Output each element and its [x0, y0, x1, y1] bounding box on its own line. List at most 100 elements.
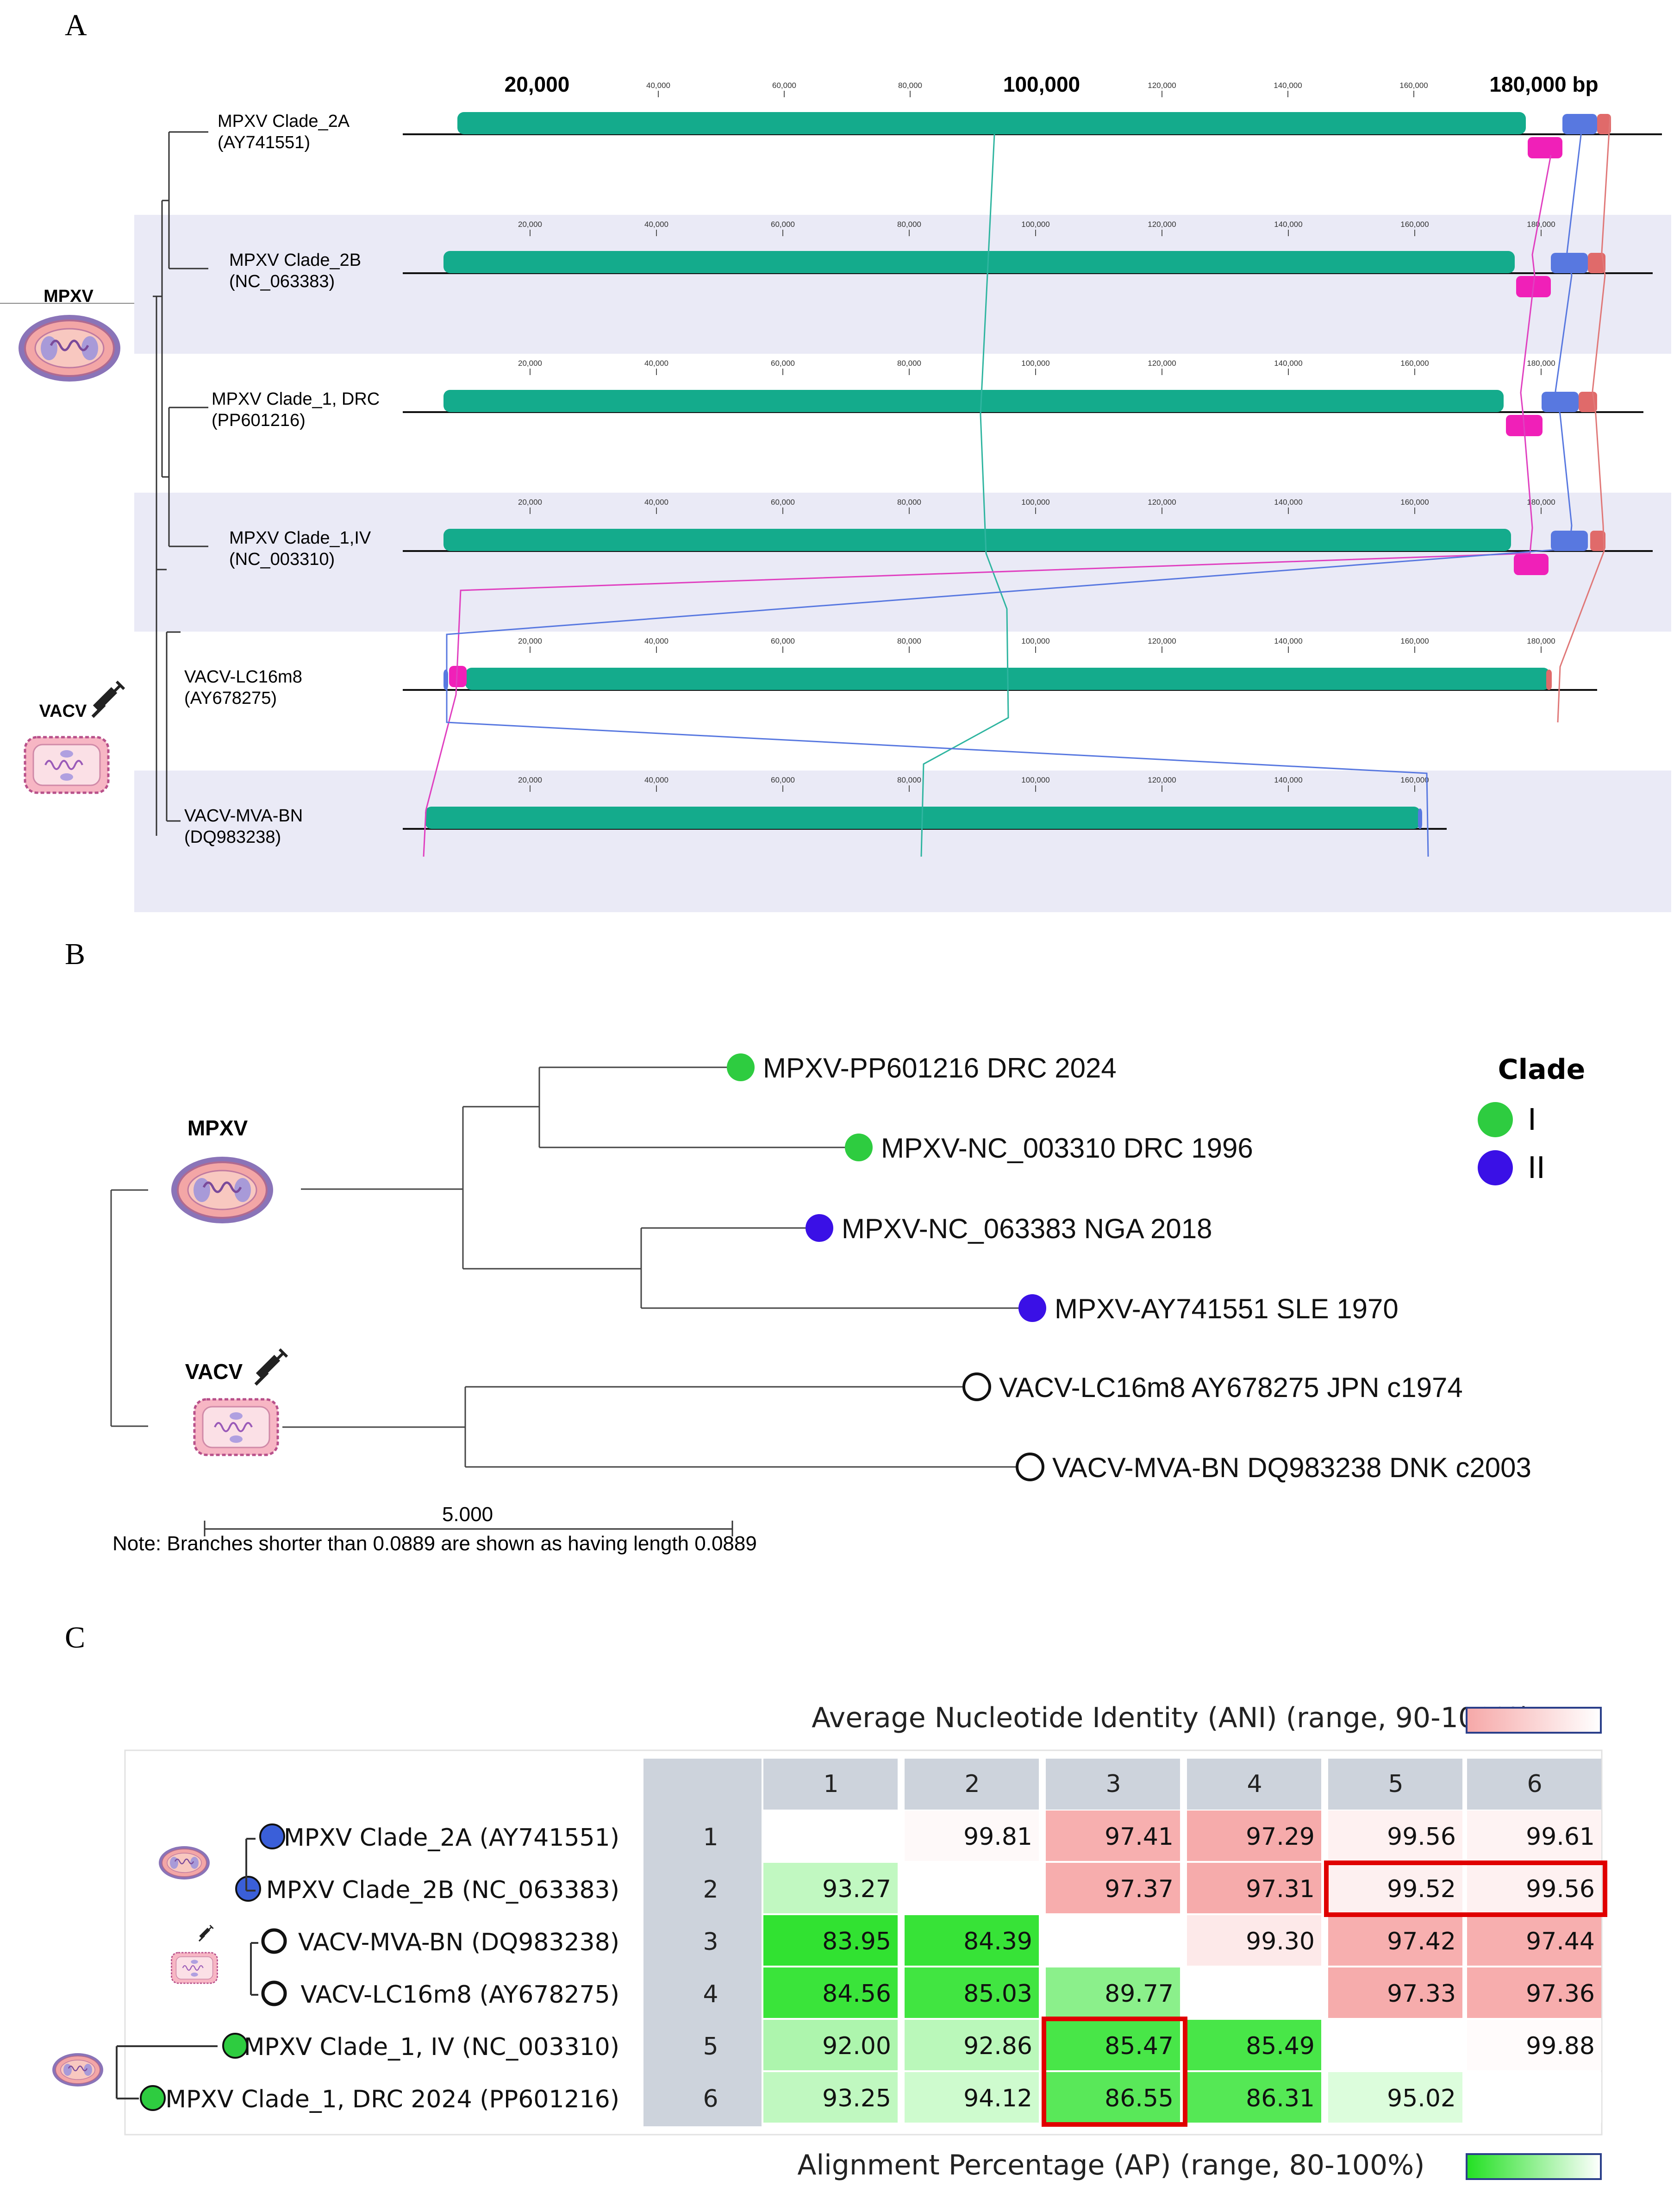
scale-tick-label: 20,000: [518, 637, 542, 645]
scale-tick-label: 160,000: [1400, 776, 1429, 784]
track-name: MPXV Clade_2A: [218, 112, 350, 131]
collinear-block-blue: [1418, 808, 1422, 829]
scale-tick-label: 120,000: [1148, 498, 1176, 507]
matrix-cell: [1187, 2020, 1321, 2070]
scale-tick-label: 100,000: [1021, 637, 1049, 645]
row-marker: [261, 1980, 287, 2006]
matrix-value: 95.02: [1387, 2085, 1456, 2112]
row-label: MPXV Clade_2A (AY741551): [284, 1824, 619, 1852]
scale-tick-label: 80,000: [898, 81, 922, 90]
collinear-block-red: [1546, 670, 1552, 690]
matrix-cell: [1046, 1811, 1180, 1861]
scale-tick-label: 40,000: [644, 359, 668, 368]
matrix-cell: [1046, 1967, 1180, 2018]
scale-tick-label: 160,000: [1400, 637, 1429, 645]
column-header: 1: [823, 1770, 838, 1798]
row-number: 4: [703, 1980, 718, 2008]
scale-tick-label: 40,000: [644, 637, 668, 645]
row-number: 6: [703, 2085, 718, 2113]
panel-b-vacv-label: VACV: [185, 1359, 243, 1384]
collinear-block-red: [1579, 392, 1597, 412]
panel-a-mpxv-label: MPXV: [44, 287, 94, 306]
row-marker: [222, 2033, 248, 2059]
scale-tick-label: 40,000: [644, 776, 668, 784]
axis-tick-20000: 20,000: [505, 72, 570, 96]
leaf-label: VACV-LC16m8 AY678275 JPN c1974: [999, 1372, 1463, 1403]
ap-gradient-swatch: [1466, 2153, 1602, 2180]
scale-tick-label: 40,000: [646, 81, 670, 90]
scale-tick-label: 140,000: [1274, 220, 1302, 229]
mpxv-virus-icon: [19, 315, 120, 382]
leaf-label: MPXV-AY741551 SLE 1970: [1055, 1293, 1399, 1324]
row-label: MPXV Clade_1, DRC 2024 (PP601216): [165, 2086, 619, 2113]
collinear-block-main: [443, 251, 1515, 273]
matrix-value: 99.88: [1526, 2032, 1595, 2060]
matrix-value: 99.56: [1526, 1875, 1595, 1903]
scale-tick-label: 40,000: [644, 498, 668, 507]
tree-leaf: VACV-MVA-BN DQ983238 DNK c2003: [1016, 1452, 1531, 1483]
matrix-cell: [1328, 2020, 1462, 2070]
scale-bar-label: 5.000: [442, 1503, 493, 1526]
leaf-marker: [727, 1053, 755, 1081]
panel-a-tree: [153, 131, 208, 836]
axis-tick-180000: 180,000 bp: [1489, 72, 1598, 96]
matrix-cell: [905, 2020, 1039, 2070]
scale-tick-label: 60,000: [771, 776, 795, 784]
matrix-value: 97.33: [1387, 1980, 1456, 2008]
syringe-icon: [93, 682, 124, 717]
axis-tick-100000: 100,000: [1003, 72, 1080, 96]
matrix-value: 85.49: [1246, 2032, 1315, 2060]
track-accession: (PP601216): [212, 411, 306, 430]
scale-tick-label: 80,000: [897, 498, 921, 507]
scale-tick-label: 160,000: [1400, 498, 1429, 507]
matrix-value: 97.31: [1246, 1875, 1315, 1903]
tree-leaf: MPXV-NC_003310 DRC 1996: [845, 1133, 1253, 1164]
matrix-cell: [1328, 1811, 1462, 1861]
ani-gradient-swatch: [1466, 1707, 1602, 1734]
scale-tick-label: 120,000: [1148, 81, 1176, 90]
matrix-cell: [1187, 2072, 1321, 2123]
leaf-marker: [845, 1134, 873, 1161]
track-band-6: [134, 771, 1671, 912]
collinear-block-blue: [1551, 531, 1588, 551]
scale-tick-label: 140,000: [1274, 637, 1302, 645]
track-name: MPXV Clade_1,IV: [229, 528, 371, 548]
scale-tick-label: 60,000: [771, 498, 795, 507]
leaf-label: MPXV-NC_003310 DRC 1996: [881, 1133, 1253, 1164]
mpxv-virus-icon: [171, 1157, 273, 1223]
scale-tick-label: 120,000: [1148, 359, 1176, 368]
leaf-label: MPXV-PP601216 DRC 2024: [763, 1053, 1117, 1084]
row-label: VACV-MVA-BN (DQ983238): [298, 1929, 619, 1956]
matrix-value: 97.42: [1387, 1928, 1456, 1955]
legend-label-clade-1: I: [1528, 1103, 1536, 1137]
panel-label-a: A: [65, 8, 87, 42]
track-name: VACV-MVA-BN: [184, 806, 303, 826]
panel-a-vacv-label: VACV: [39, 702, 87, 721]
matrix-value: 86.55: [1105, 2085, 1174, 2112]
collinear-block-main: [443, 390, 1504, 412]
matrix-value: 89.77: [1105, 1980, 1174, 2008]
scale-tick-label: 160,000: [1399, 81, 1428, 90]
mpxv-virus-icon: [158, 1845, 211, 1880]
matrix-value: 84.39: [963, 1928, 1032, 1955]
matrix-cell: [1046, 1863, 1180, 1913]
collinear-block-red: [1590, 531, 1605, 551]
track-band-4: [134, 493, 1671, 632]
scale-tick-label: 120,000: [1148, 776, 1176, 784]
row-number: 3: [703, 1928, 718, 1956]
row-number: 5: [703, 2033, 718, 2061]
scale-bar: [204, 1521, 733, 1536]
collinear-block-magenta: [1528, 137, 1562, 158]
column-header: 4: [1247, 1770, 1262, 1798]
panel-b-mpxv-label: MPXV: [187, 1116, 248, 1140]
column-header-cell: [1187, 1759, 1321, 1810]
matrix-cell: [905, 1967, 1039, 2018]
matrix-value: 83.95: [822, 1928, 891, 1955]
tree-leaf: MPXV-PP601216 DRC 2024: [727, 1053, 1117, 1084]
highlight-box-ap: [1042, 2017, 1187, 2127]
